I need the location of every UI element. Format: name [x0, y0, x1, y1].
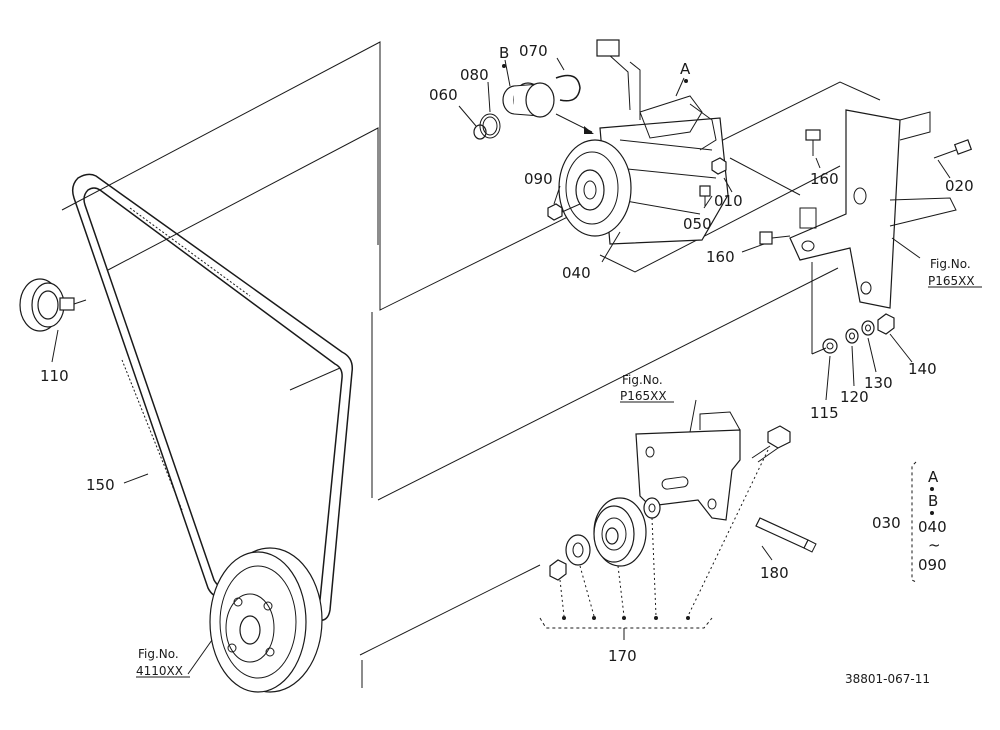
- legend-a: A: [928, 468, 939, 486]
- bolt-050: [699, 185, 711, 206]
- idler-bolt: [751, 425, 791, 463]
- legend-b: B: [928, 492, 938, 510]
- crank-pulley: [209, 547, 323, 693]
- label-140[interactable]: 140: [908, 360, 937, 378]
- idler-washer: [565, 534, 591, 566]
- figref-lower-code[interactable]: 4110XX: [136, 664, 183, 678]
- label-160-upper[interactable]: 160: [810, 170, 839, 188]
- bolt-020: [933, 139, 973, 159]
- v-belt-150: [71, 173, 354, 622]
- legend-tilde: ~: [928, 536, 941, 554]
- idler-spacer: [643, 497, 661, 519]
- figref-middle-code[interactable]: P165XX: [620, 389, 667, 403]
- bolt-160-lower: [759, 231, 791, 245]
- label-010[interactable]: 010: [714, 192, 743, 210]
- label-120[interactable]: 120: [840, 388, 869, 406]
- bolt-180: [755, 517, 817, 553]
- label-180[interactable]: 180: [760, 564, 789, 582]
- label-020[interactable]: 020: [945, 177, 974, 195]
- leader-lines: [51, 57, 951, 675]
- group-170-bracket: [539, 449, 769, 640]
- figref-upper-code[interactable]: P165XX: [928, 274, 975, 288]
- legend-030: 030 A B 040 ~ 090: [872, 461, 947, 583]
- label-160-lower[interactable]: 160: [706, 248, 735, 266]
- label-150[interactable]: 150: [86, 476, 115, 494]
- idler-bracket: [635, 411, 741, 521]
- label-090[interactable]: 090: [524, 170, 553, 188]
- figref-middle-label: Fig.No.: [622, 373, 663, 387]
- label-115[interactable]: 115: [810, 404, 839, 422]
- clutch-parts: [473, 74, 594, 140]
- label-130[interactable]: 130: [864, 374, 893, 392]
- label-040[interactable]: 040: [562, 264, 591, 282]
- marker-a-dot: [684, 79, 688, 83]
- marker-b-dot: [502, 64, 506, 68]
- figref-upper-label: Fig.No.: [930, 257, 971, 271]
- perspective-frame: [61, 41, 881, 688]
- bolt-160-upper: [805, 129, 821, 156]
- figref-lower-label: Fig.No.: [138, 647, 179, 661]
- idler-pulley: [593, 497, 647, 567]
- bolt-090: [547, 203, 581, 221]
- bolt-010: [711, 157, 727, 175]
- idler-nut: [549, 559, 567, 581]
- legend-040: 040: [918, 518, 947, 536]
- label-050[interactable]: 050: [683, 215, 712, 233]
- label-030[interactable]: 030: [872, 514, 901, 532]
- label-070[interactable]: 070: [519, 42, 548, 60]
- drawing-number: 38801-067-11: [845, 672, 930, 686]
- compressor-040: [558, 39, 729, 245]
- label-080[interactable]: 080: [460, 66, 489, 84]
- upper-bracket: [789, 109, 957, 309]
- pulley-110: [19, 278, 87, 332]
- marker-b: B: [499, 44, 509, 62]
- label-170[interactable]: 170: [608, 647, 637, 665]
- marker-a: A: [680, 60, 691, 78]
- label-110[interactable]: 110: [40, 367, 69, 385]
- washer-stack: [811, 262, 895, 355]
- legend-090: 090: [918, 556, 947, 574]
- label-060[interactable]: 060: [429, 86, 458, 104]
